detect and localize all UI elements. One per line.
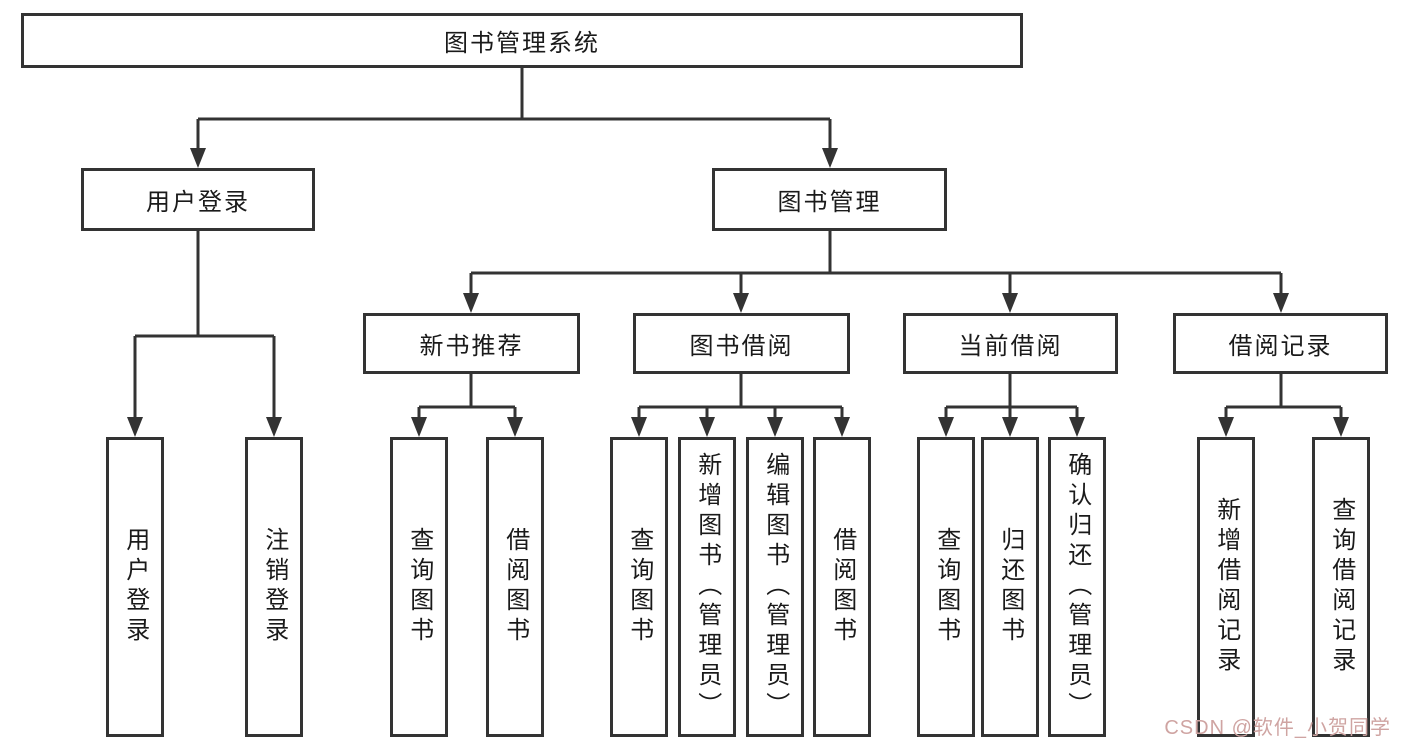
connector-user-login-children — [133, 231, 276, 421]
connector-current-children — [944, 374, 1079, 421]
arrowhead-down-icon — [938, 417, 954, 437]
arrowhead-down-icon — [507, 417, 523, 437]
node-book-borrowing: 图书借阅 — [633, 313, 850, 374]
arrowhead-down-icon — [1002, 417, 1018, 437]
node-label: 新书推荐 — [419, 333, 524, 360]
node-label: 确认归还（管理员） — [1063, 452, 1091, 722]
node-leaf-edit-books-admin: 编辑图书（管理员） — [746, 437, 804, 737]
node-leaf-query-borrow-record: 查询借阅记录 — [1312, 437, 1370, 737]
node-leaf-query-books: 查询图书 — [610, 437, 668, 737]
connector-borrow-children — [637, 374, 844, 421]
node-borrowing-records: 借阅记录 — [1173, 313, 1388, 374]
node-new-book-recommend: 新书推荐 — [363, 313, 580, 374]
node-book-management: 图书管理 — [712, 168, 947, 231]
connector-book-mgmt-to-level3 — [469, 231, 1283, 297]
arrowhead-down-icon — [190, 148, 206, 168]
node-leaf-borrow-books: 借阅图书 — [813, 437, 871, 737]
arrowhead-down-icon — [1333, 417, 1349, 437]
connector-new-books-children — [417, 374, 517, 421]
arrowhead-down-icon — [822, 148, 838, 168]
node-label: 新增借阅记录 — [1212, 497, 1240, 677]
node-label: 图书管理 — [777, 189, 882, 216]
arrowhead-down-icon — [1002, 293, 1018, 313]
node-label: 查询图书 — [625, 527, 653, 647]
node-label: 编辑图书（管理员） — [761, 452, 789, 722]
node-label: 图书管理系统 — [444, 30, 600, 57]
arrowhead-down-icon — [767, 417, 783, 437]
node-leaf-add-books-admin: 新增图书（管理员） — [678, 437, 736, 737]
node-user-login: 用户登录 — [81, 168, 315, 231]
node-label: 用户登录 — [146, 189, 250, 216]
node-leaf-query-books: 查询图书 — [390, 437, 448, 737]
arrowhead-down-icon — [411, 417, 427, 437]
node-label: 当前借阅 — [958, 333, 1063, 360]
arrowhead-down-icon — [699, 417, 715, 437]
node-leaf-add-borrow-record: 新增借阅记录 — [1197, 437, 1255, 737]
node-label: 用户登录 — [121, 527, 149, 647]
node-label: 查询借阅记录 — [1327, 497, 1355, 677]
node-label: 借阅图书 — [501, 527, 529, 647]
node-label: 查询图书 — [932, 527, 960, 647]
arrowhead-down-icon — [733, 293, 749, 313]
csdn-watermark: CSDN @软件_小贺同学 — [1164, 717, 1391, 739]
arrowhead-down-icon — [631, 417, 647, 437]
node-label: 借阅图书 — [828, 527, 856, 647]
arrowhead-down-icon — [1069, 417, 1085, 437]
arrowhead-down-icon — [266, 417, 282, 437]
connector-records-children — [1224, 374, 1343, 421]
arrowhead-down-icon — [834, 417, 850, 437]
node-current-borrowing: 当前借阅 — [903, 313, 1118, 374]
node-leaf-confirm-return-admin: 确认归还（管理员） — [1048, 437, 1106, 737]
node-leaf-return-books: 归还图书 — [981, 437, 1039, 737]
node-label: 注销登录 — [260, 527, 288, 647]
node-leaf-logout: 注销登录 — [245, 437, 303, 737]
node-label: 图书借阅 — [689, 333, 794, 360]
node-label: 查询图书 — [405, 527, 433, 647]
node-leaf-query-books: 查询图书 — [917, 437, 975, 737]
arrowhead-down-icon — [127, 417, 143, 437]
node-label: 借阅记录 — [1228, 333, 1333, 360]
node-label: 归还图书 — [996, 527, 1024, 647]
node-library-management-system: 图书管理系统 — [21, 13, 1023, 68]
node-leaf-user-login: 用户登录 — [106, 437, 164, 737]
connector-root-to-level2 — [196, 68, 832, 152]
arrowhead-down-icon — [1218, 417, 1234, 437]
node-leaf-borrow-books: 借阅图书 — [486, 437, 544, 737]
node-label: 新增图书（管理员） — [693, 452, 721, 722]
arrowhead-down-icon — [463, 293, 479, 313]
arrowhead-down-icon — [1273, 293, 1289, 313]
